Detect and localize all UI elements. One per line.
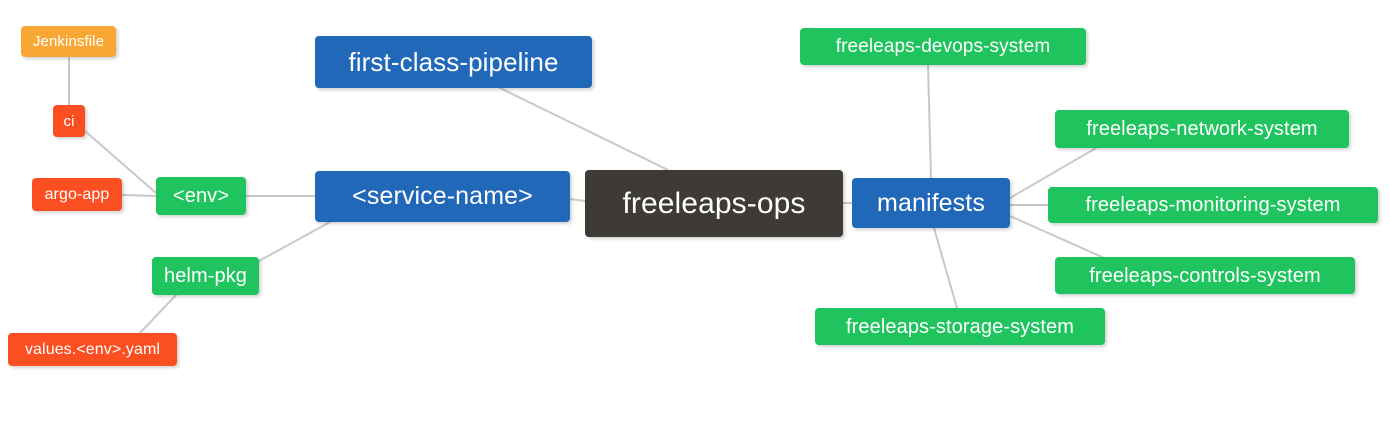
edge-manifests-to-devops-system	[927, 64, 932, 179]
mindmap-node-network-system[interactable]: freeleaps-network-system	[1055, 110, 1349, 148]
edge-manifests-to-storage-system	[933, 227, 958, 309]
mindmap-node-argo-app[interactable]: argo-app	[32, 178, 122, 211]
mindmap-node-first-class-pipeline[interactable]: first-class-pipeline	[315, 36, 592, 88]
mindmap-node-helm-pkg[interactable]: helm-pkg	[152, 257, 259, 295]
mindmap-node-monitoring-system[interactable]: freeleaps-monitoring-system	[1048, 187, 1378, 223]
edge-helm-pkg-to-service-name	[258, 221, 331, 262]
node-label-devops-system: freeleaps-devops-system	[835, 36, 1051, 57]
node-label-monitoring-system: freeleaps-monitoring-system	[1085, 194, 1341, 216]
mindmap-node-storage-system[interactable]: freeleaps-storage-system	[815, 308, 1105, 345]
mindmap-node-jenkinsfile[interactable]: Jenkinsfile	[21, 26, 116, 57]
node-label-ci: ci	[63, 112, 75, 130]
node-label-helm-pkg: helm-pkg	[163, 265, 248, 287]
mindmap-node-ci[interactable]: ci	[53, 105, 85, 137]
node-label-values-yaml: values.<env>.yaml	[24, 340, 161, 358]
mindmap-node-values-yaml[interactable]: values.<env>.yaml	[8, 333, 177, 366]
edge-argo-app-to-env	[121, 194, 157, 197]
mindmap-node-service-name[interactable]: <service-name>	[315, 171, 570, 222]
node-label-service-name: <service-name>	[352, 182, 533, 210]
edge-first-class-pipeline-to-freeleaps-ops	[499, 87, 669, 171]
node-label-env: <env>	[172, 185, 230, 207]
mindmap-node-freeleaps-ops[interactable]: freeleaps-ops	[585, 170, 843, 237]
node-label-network-system: freeleaps-network-system	[1086, 118, 1318, 140]
node-label-freeleaps-ops: freeleaps-ops	[622, 186, 806, 220]
node-label-first-class-pipeline: first-class-pipeline	[348, 47, 559, 77]
node-label-storage-system: freeleaps-storage-system	[845, 315, 1075, 338]
node-label-controls-system: freeleaps-controls-system	[1089, 264, 1321, 287]
edge-service-name-to-freeleaps-ops	[569, 198, 586, 202]
mindmap-node-devops-system[interactable]: freeleaps-devops-system	[800, 28, 1086, 65]
mindmap-node-manifests[interactable]: manifests	[852, 178, 1010, 228]
node-label-jenkinsfile: Jenkinsfile	[32, 33, 105, 50]
node-label-manifests: manifests	[877, 188, 985, 217]
mindmap-node-env[interactable]: <env>	[156, 177, 246, 215]
edge-values-yaml-to-helm-pkg	[139, 294, 177, 334]
mindmap-node-controls-system[interactable]: freeleaps-controls-system	[1055, 257, 1355, 294]
node-label-argo-app: argo-app	[44, 185, 110, 203]
